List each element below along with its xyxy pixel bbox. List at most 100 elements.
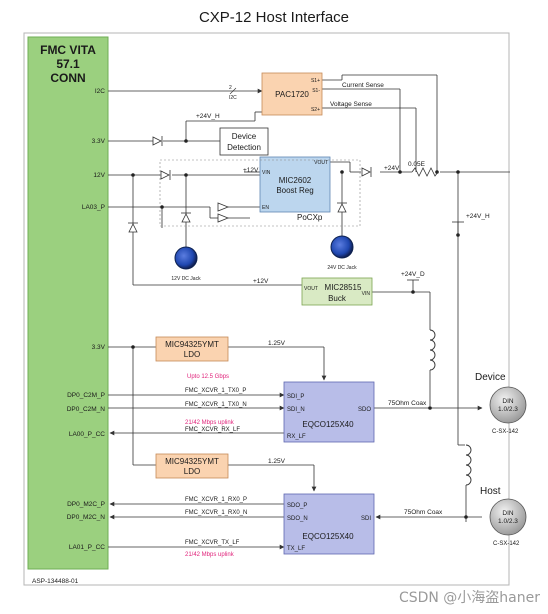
pin-3v3-top: 3.3V [92, 138, 106, 145]
host-din-part: C-SX-142 [493, 541, 520, 547]
device-detection-line1: Device [232, 132, 257, 141]
host-connector-title: Host [480, 486, 501, 497]
device-din-line2: 1.0/2.3 [498, 406, 518, 413]
pac1720-label: PAC1720 [275, 90, 309, 99]
ldo2-line2: LDO [184, 467, 200, 476]
eq2-uplink: 21/42 Mbps uplink [185, 552, 235, 558]
buffer-gate-1 [217, 202, 230, 212]
ldo1-line2: LDO [184, 350, 200, 359]
device-connector-title: Device [475, 372, 506, 383]
pin-3v3-mid: 3.3V [92, 344, 106, 351]
mic2602-pin-vin: VIN [262, 170, 271, 176]
sense-resistor [411, 167, 439, 177]
dc-jack-24v-label: 24V DC Jack [327, 265, 357, 271]
current-sense-label: Current Sense [342, 82, 384, 89]
fmc-connector [27, 36, 109, 570]
fmc-title-line1: FMC VITA [40, 43, 96, 57]
dc-jack-12v-icon [174, 246, 198, 270]
eq2-block [283, 493, 375, 555]
inductor-device [429, 329, 436, 371]
eq1-pin-rx-lf: RX_LF [287, 434, 306, 440]
inductor-host [465, 444, 472, 486]
pin-dp0-m2c-n: DP0_M2C_N [67, 514, 106, 521]
pac-pin-s1m: S1- [312, 88, 320, 94]
ldo1-output: 1.25V [268, 340, 286, 347]
eq1-label: EQCO125X40 [302, 420, 354, 429]
host-din-connector [489, 498, 527, 536]
device-din-connector [489, 386, 527, 424]
fmc-title-line3: CONN [50, 71, 85, 85]
fmc-title-line2: 57.1 [56, 57, 80, 71]
eq2-label: EQCO125X40 [302, 532, 354, 541]
pac-pin-s2p: S2+ [311, 107, 320, 113]
pac1720-block [261, 72, 323, 116]
tvs-diode-left [128, 222, 138, 233]
eq1-net-p: FMC_XCVR_1_TX0_P [185, 388, 246, 394]
i2c-bus-label: I2C [229, 95, 237, 101]
pac-pin-s1p: S1+ [311, 78, 320, 84]
diode-12v [160, 170, 171, 180]
eq1-coax: 75Ohm Coax [388, 400, 427, 407]
eq1-net-lf: FMC_XCVR_RX_LF [185, 427, 240, 433]
eq2-net-p: FMC_XCVR_1_RX0_P [185, 497, 247, 503]
buck-plus12v: +12V [253, 278, 269, 285]
mic28515-pin-vout: VOUT [304, 286, 318, 292]
pin-la01: LA01_P_CC [69, 544, 105, 551]
eq1-uplink: 21/42 Mbps uplink [185, 420, 235, 426]
watermark: CSDN @小海盗haner [399, 590, 540, 606]
buffer-gate-2 [217, 213, 250, 223]
mic2602-block [259, 156, 331, 213]
mic28515-line2: Buck [328, 294, 347, 303]
pin-dp0-c2m-n: DP0_C2M_N [67, 406, 106, 413]
eq2-net-lf: FMC_XCVR_TX_LF [185, 540, 240, 546]
rail-24v-h-top: +24V_H [196, 113, 220, 120]
tvs-diode-mid [181, 212, 191, 223]
mic2602-pin-vout: VOUT [314, 160, 328, 166]
pin-la03: LA03_P [82, 204, 105, 211]
dc-jack-12v-label: 12V DC Jack [171, 276, 201, 282]
mic28515-pin-vin: VIN [362, 291, 371, 297]
mic2602-line2: Boost Reg [276, 186, 313, 195]
ldo2-output: 1.25V [268, 458, 286, 465]
host-din-line1: DIN [502, 510, 514, 517]
voltage-sense-label: Voltage Sense [330, 101, 372, 108]
mic28515-line1: MIC28515 [325, 283, 362, 292]
eq1-speed: Upto 12.5 Gbps [187, 374, 229, 380]
ldo2-line1: MIC94325YMT [165, 457, 219, 466]
pocxp-label: PoCXp [297, 213, 323, 222]
pin-dp0-c2m-p: DP0_C2M_P [67, 392, 105, 399]
mic2602-line1: MIC2602 [279, 176, 312, 185]
pin-la00: LA00_P_CC [69, 431, 105, 438]
ldo2-block [155, 453, 229, 479]
i2c-bus-count: 2 [229, 85, 232, 91]
device-din-part: C-SX-142 [492, 429, 519, 435]
pin-dp0-m2c-p: DP0_M2C_P [67, 501, 105, 508]
device-din-line1: DIN [502, 398, 514, 405]
tvs-diode-right [337, 202, 347, 213]
dc-jack-24v-icon [330, 235, 354, 259]
eq1-pin-sdo: SDO [358, 407, 371, 413]
ldo1-line1: MIC94325YMT [165, 340, 219, 349]
mic28515-block [301, 277, 373, 306]
eq1-pin-sdi-p: SDI_P [287, 394, 304, 400]
ldo1-block [155, 336, 229, 362]
rail-plus24v: +24V [384, 165, 400, 172]
rail-24v-h-right: +24V_H [466, 213, 490, 220]
eq2-pin-sdo-p: SDO_P [287, 503, 307, 509]
pin-12v: 12V [93, 172, 105, 179]
eq1-pin-sdi-n: SDI_N [287, 407, 305, 413]
device-detection-line2: Detection [227, 143, 261, 152]
eq2-pin-sdi: SDI [361, 516, 371, 522]
diode-3v3 [152, 136, 163, 146]
eq2-coax: 75Ohm Coax [404, 509, 443, 516]
eq1-net-n: FMC_XCVR_1_TX0_N [185, 402, 247, 408]
sense-resistor-value: 0.05E [408, 161, 426, 168]
eq2-pin-tx-lf: TX_LF [287, 546, 305, 552]
eq2-pin-sdo-n: SDO_N [287, 516, 308, 522]
pin-i2c: I2C [95, 88, 105, 95]
host-din-line2: 1.0/2.3 [498, 518, 518, 525]
mic2602-plus12v: +12V [243, 167, 259, 174]
wires [108, 74, 510, 550]
device-detection-block [219, 127, 269, 156]
